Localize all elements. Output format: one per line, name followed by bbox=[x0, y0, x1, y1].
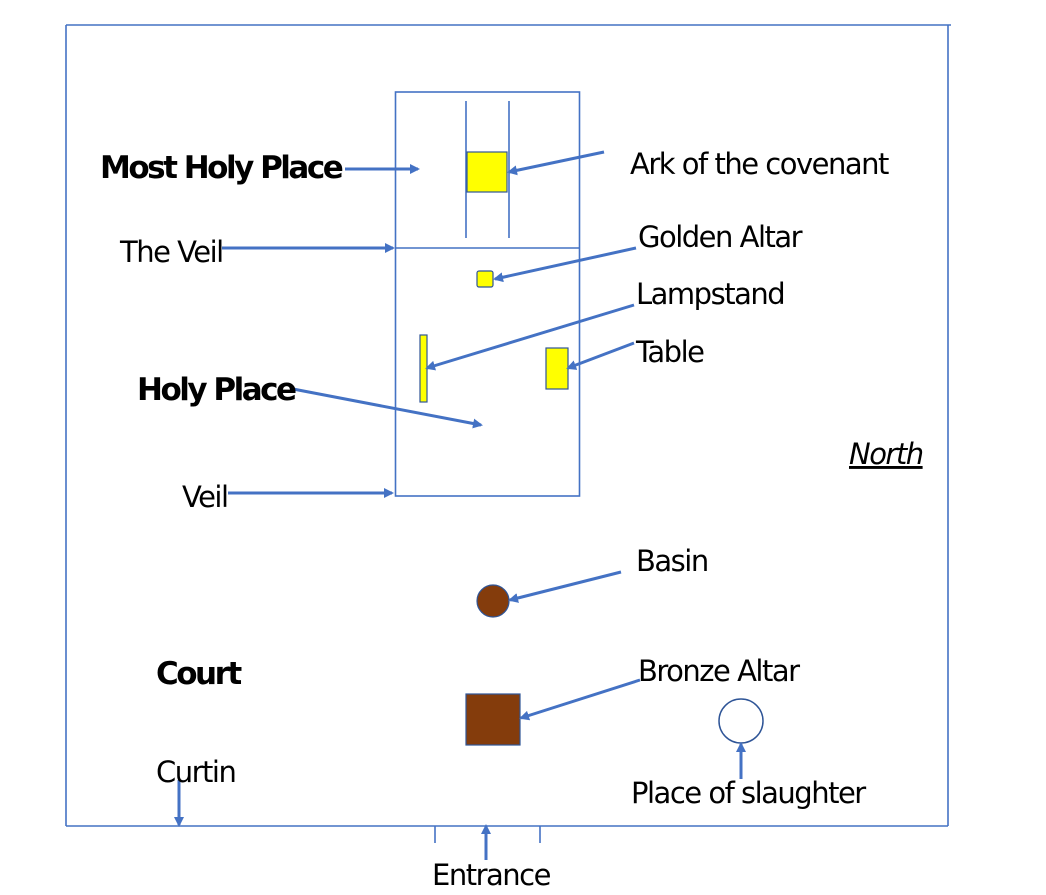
label-lampstand: Lampstand bbox=[636, 277, 784, 311]
ark-of-covenant-shape bbox=[466, 151, 508, 193]
label-entrance: Entrance bbox=[432, 858, 551, 892]
court-boundary bbox=[65, 24, 951, 827]
label-north: North bbox=[849, 437, 923, 471]
label-ark: Ark of the covenant bbox=[630, 147, 889, 181]
lampstand-shape bbox=[419, 334, 428, 403]
label-basin: Basin bbox=[636, 544, 708, 578]
label-court: Court bbox=[156, 656, 242, 692]
golden-altar-shape bbox=[476, 270, 494, 288]
label-bronze-altar: Bronze Altar bbox=[638, 654, 800, 688]
table-shape bbox=[545, 347, 569, 390]
entrance-gate bbox=[434, 826, 541, 843]
label-curtin: Curtin bbox=[156, 755, 235, 789]
label-place-of-slaughter: Place of slaughter bbox=[631, 776, 866, 810]
arrow-table bbox=[566, 341, 635, 370]
arrow-lampstand bbox=[425, 303, 635, 371]
label-golden-altar: Golden Altar bbox=[638, 220, 803, 254]
arrow-bronze-altar bbox=[519, 678, 641, 721]
basin-shape bbox=[476, 584, 510, 618]
arrow-basin bbox=[508, 570, 622, 603]
label-veil: Veil bbox=[182, 480, 228, 514]
label-table: Table bbox=[635, 335, 704, 369]
bronze-altar-shape bbox=[465, 693, 521, 746]
label-holy-place: Holy Place bbox=[137, 372, 296, 408]
arrow-ark bbox=[507, 150, 605, 176]
arrow-holy-place bbox=[292, 387, 483, 429]
arrow-golden-altar bbox=[493, 246, 637, 283]
label-most-holy-place: Most Holy Place bbox=[100, 150, 343, 186]
label-the-veil: The Veil bbox=[119, 235, 223, 269]
place-of-slaughter-shape bbox=[718, 698, 764, 744]
